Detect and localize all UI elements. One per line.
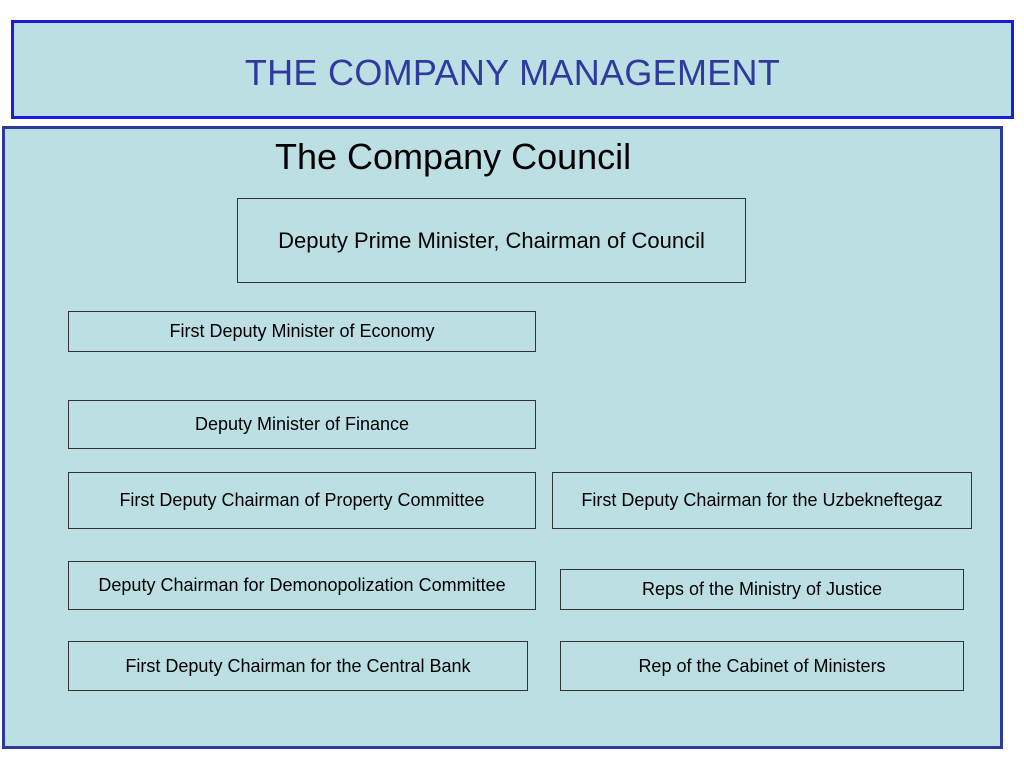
member-box-central-bank: First Deputy Chairman for the Central Ba… — [68, 641, 528, 691]
member-box-finance: Deputy Minister of Finance — [68, 400, 536, 449]
member-box-economy: First Deputy Minister of Economy — [68, 311, 536, 352]
member-box-cabinet-of-ministers: Rep of the Cabinet of Ministers — [560, 641, 964, 691]
page-title: THE COMPANY MANAGEMENT — [244, 51, 781, 93]
member-box-ministry-of-justice: Reps of the Ministry of Justice — [560, 569, 964, 610]
member-box-property-committee: First Deputy Chairman of Property Commit… — [68, 472, 536, 529]
member-box-demonopolization: Deputy Chairman for Demonopolization Com… — [68, 561, 536, 610]
title-panel: THE COMPANY MANAGEMENT — [11, 20, 1014, 119]
member-box-uzbekneftegaz: First Deputy Chairman for the Uzbeknefte… — [552, 472, 972, 529]
chairman-box: Deputy Prime Minister, Chairman of Counc… — [237, 198, 746, 283]
council-title: The Company Council — [275, 136, 632, 177]
